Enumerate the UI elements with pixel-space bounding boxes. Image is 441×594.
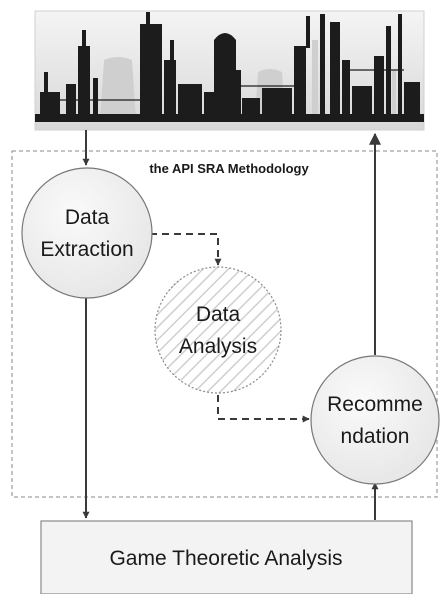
silhouette <box>35 12 424 122</box>
box-game-theoretic-analysis: Game Theoretic Analysis <box>40 520 413 594</box>
refinery-image <box>34 10 425 131</box>
node-data-analysis: Data Analysis <box>154 266 282 394</box>
node-data-extraction-line1: Data <box>65 206 110 229</box>
node-data-analysis-line1: Data <box>196 303 241 326</box>
node-data-extraction-line2: Extraction <box>40 238 133 261</box>
node-recommendation-line2: ndation <box>341 425 410 448</box>
node-data-extraction: Data Extraction <box>21 167 153 299</box>
box-game-theoretic-label: Game Theoretic Analysis <box>109 547 342 570</box>
arrow-analysis-to-recommendation <box>217 395 310 423</box>
arrow-extraction-to-analysis <box>150 233 222 266</box>
frame-title: the API SRA Methodology <box>149 161 309 176</box>
node-recommendation-line1: Recomme <box>327 393 423 416</box>
flow-arrows <box>82 130 381 520</box>
node-recommendation: Recomme ndation <box>310 355 440 485</box>
methodology-frame <box>11 150 438 498</box>
node-data-analysis-line2: Analysis <box>179 335 257 358</box>
